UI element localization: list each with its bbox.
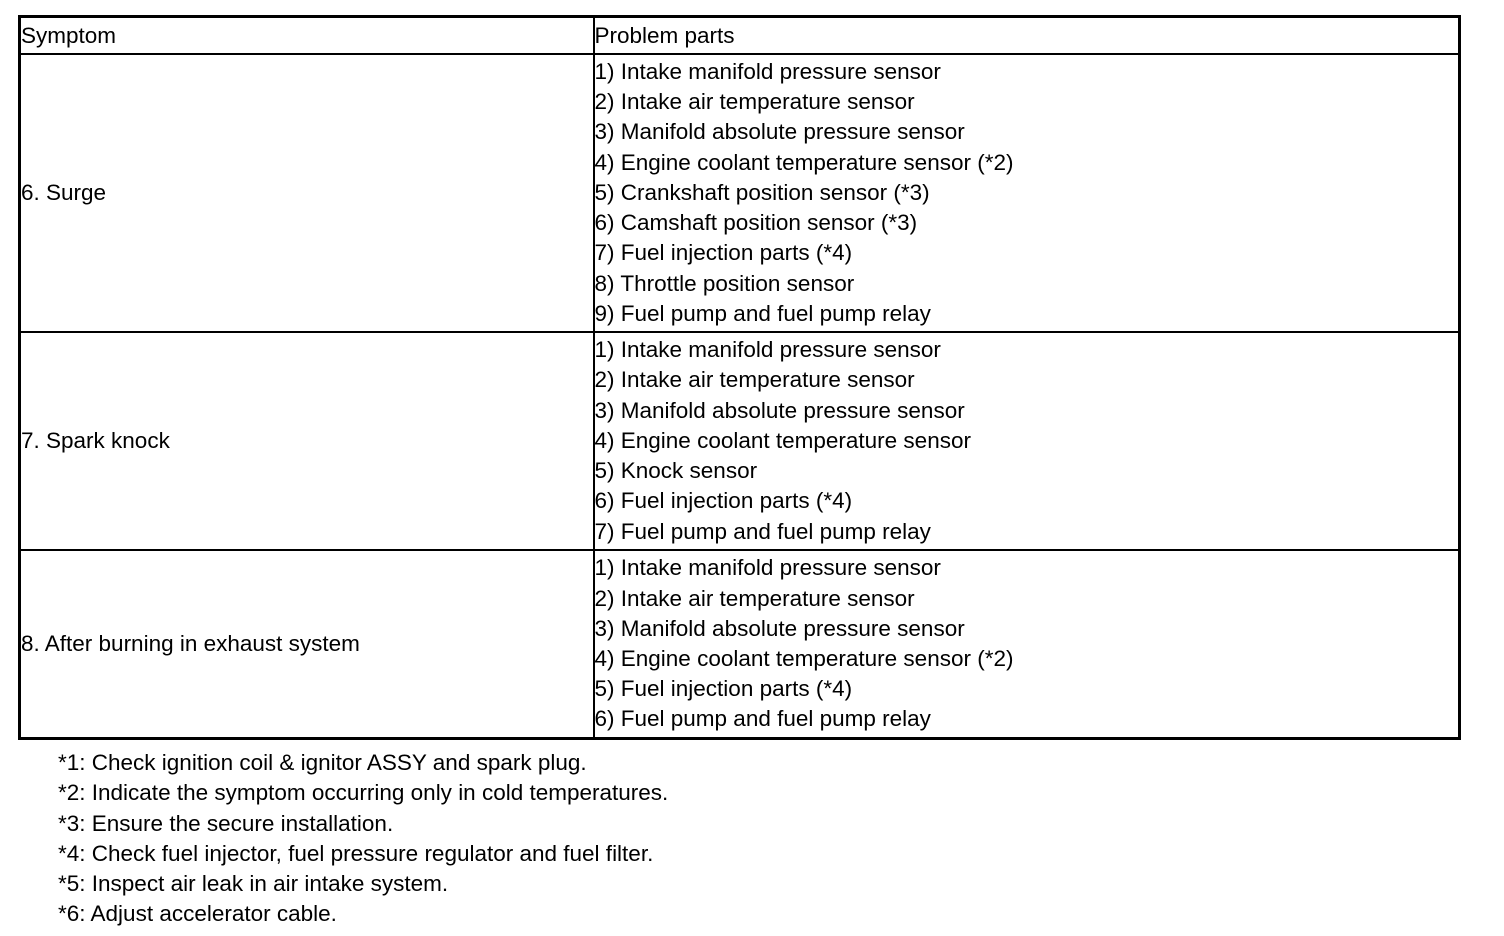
problem-parts-list: 1) Intake manifold pressure sensor 2) In… bbox=[595, 553, 1459, 734]
problem-parts-list: 1) Intake manifold pressure sensor 2) In… bbox=[595, 335, 1459, 546]
list-item: 5) Knock sensor bbox=[594, 458, 758, 484]
list-item: 6) Fuel injection parts (*4) bbox=[594, 488, 853, 514]
table-row: 8. After burning in exhaust system 1) In… bbox=[18, 549, 1461, 740]
footnotes-list: *1: Check ignition coil & ignitor ASSY a… bbox=[58, 748, 668, 930]
list-item: 1) Intake manifold pressure sensor bbox=[594, 555, 941, 581]
list-item: 4) Engine coolant temperature sensor (*2… bbox=[594, 149, 1014, 175]
column-header-problem-parts: Problem parts bbox=[592, 15, 1461, 55]
footnote-item: *2: Indicate the symptom occurring only … bbox=[58, 780, 669, 806]
list-item: 8) Throttle position sensor bbox=[594, 270, 855, 296]
footnote-item: *5: Inspect air leak in air intake syste… bbox=[58, 871, 449, 897]
table-body: 6. Surge 1) Intake manifold pressure sen… bbox=[18, 53, 1461, 740]
column-header-symptom: Symptom bbox=[18, 15, 595, 55]
symptom-cell: 8. After burning in exhaust system bbox=[18, 549, 595, 740]
list-item: 4) Engine coolant temperature sensor (*2… bbox=[594, 646, 1014, 671]
list-item: 3) Manifold absolute pressure sensor bbox=[594, 397, 965, 423]
footnote-item: *1: Check ignition coil & ignitor ASSY a… bbox=[58, 750, 587, 775]
table-header-row: Symptom Problem parts bbox=[18, 15, 1461, 55]
list-item: 7) Fuel pump and fuel pump relay bbox=[594, 518, 931, 544]
list-item: 1) Intake manifold pressure sensor bbox=[594, 59, 941, 85]
list-item: 2) Intake air temperature sensor bbox=[594, 367, 915, 393]
list-item: 2) Intake air temperature sensor bbox=[594, 89, 915, 115]
symptom-cell: 6. Surge bbox=[18, 53, 595, 333]
table-header: Symptom Problem parts bbox=[18, 15, 1461, 55]
list-item: 6) Camshaft position sensor (*3) bbox=[594, 210, 918, 236]
list-item: 2) Intake air temperature sensor bbox=[594, 585, 915, 611]
list-item: 1) Intake manifold pressure sensor bbox=[594, 337, 941, 363]
list-item: 3) Manifold absolute pressure sensor bbox=[594, 119, 965, 145]
list-item: 5) Fuel injection parts (*4) bbox=[594, 676, 853, 702]
list-item: 7) Fuel injection parts (*4) bbox=[594, 240, 853, 266]
problem-parts-cell: 1) Intake manifold pressure sensor 2) In… bbox=[592, 549, 1461, 740]
list-item: 6) Fuel pump and fuel pump relay bbox=[594, 706, 931, 732]
footnote-item: *3: Ensure the secure installation. bbox=[58, 810, 394, 836]
list-item: 9) Fuel pump and fuel pump relay bbox=[594, 300, 931, 326]
list-item: 5) Crankshaft position sensor (*3) bbox=[594, 179, 930, 205]
table-row: 6. Surge 1) Intake manifold pressure sen… bbox=[18, 53, 1461, 333]
problem-parts-cell: 1) Intake manifold pressure sensor 2) In… bbox=[592, 331, 1461, 551]
symptom-problem-parts-table: Symptom Problem parts 6. Surge 1) Intake… bbox=[18, 15, 1461, 740]
footnote-item: *6: Adjust accelerator cable. bbox=[58, 901, 337, 927]
problem-parts-cell: 1) Intake manifold pressure sensor 2) In… bbox=[592, 53, 1461, 333]
symptom-cell: 7. Spark knock bbox=[18, 331, 595, 551]
table-row: 7. Spark knock 1) Intake manifold pressu… bbox=[18, 331, 1461, 551]
problem-parts-list: 1) Intake manifold pressure sensor 2) In… bbox=[595, 57, 1459, 329]
list-item: 4) Engine coolant temperature sensor bbox=[594, 427, 971, 453]
list-item: 3) Manifold absolute pressure sensor bbox=[594, 615, 965, 641]
footnote-item: *4: Check fuel injector, fuel pressure r… bbox=[58, 840, 654, 866]
